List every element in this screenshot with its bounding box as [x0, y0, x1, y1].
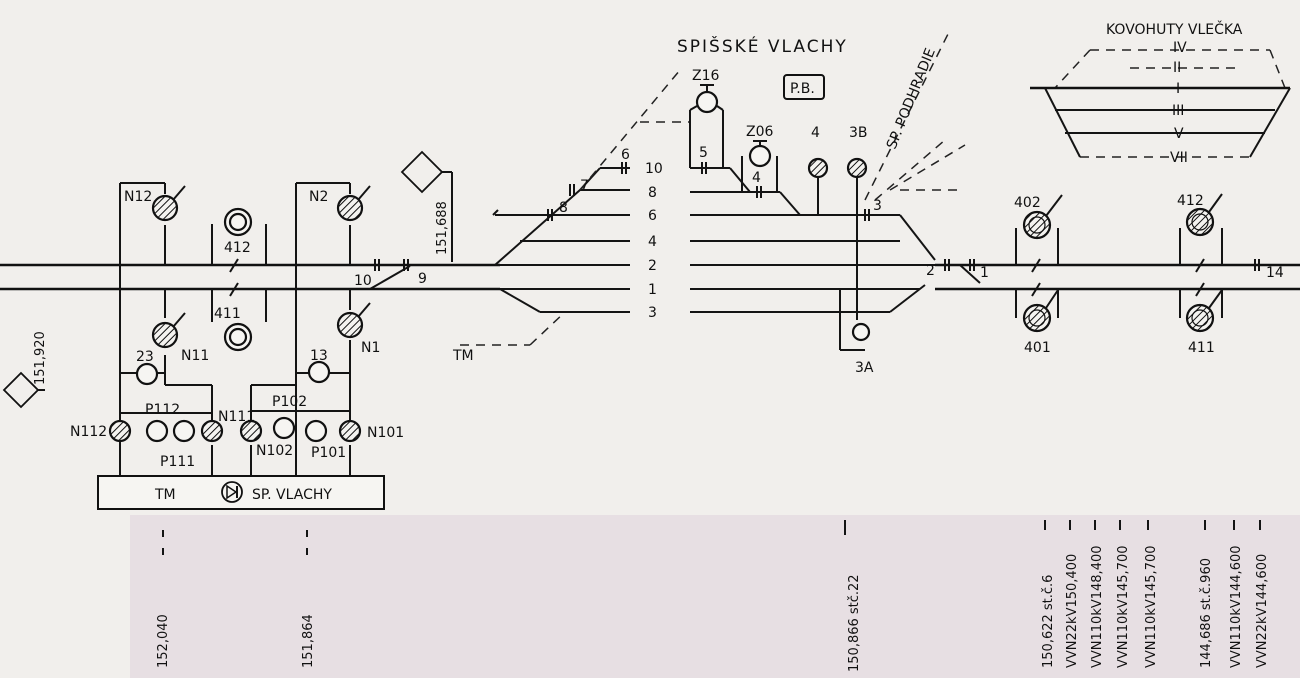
tm-box: TM SP. VLACHY [97, 475, 385, 510]
chainage-label: VVN110kV144,600 [1229, 545, 1244, 668]
signal-label: P101 [311, 445, 346, 461]
siding-name: KOVOHUTY VLEČKA [1106, 20, 1243, 38]
signal-label: 412 [224, 240, 251, 256]
signal-label: 23 [136, 349, 154, 365]
signal-label: 412 [1177, 193, 1204, 209]
siding-labels: IV II I III V VII [1170, 40, 1188, 166]
point-label: 2 [926, 263, 935, 279]
track-number: 3 [648, 305, 657, 321]
signal-label: N112 [70, 424, 107, 440]
chainage-label: VVN110kV145,700 [1144, 545, 1159, 668]
main-tracks [0, 167, 1300, 313]
chainage-label: VVN22kV150,400 [1065, 554, 1080, 668]
chainage-label: VVN22kV144,600 [1255, 554, 1270, 668]
signal-label: N101 [367, 425, 404, 441]
pb-box [783, 74, 825, 100]
track-number: 2 [648, 258, 657, 274]
chainage-label: 152,040 [156, 614, 171, 668]
track-number: 6 [648, 208, 657, 224]
signal-label: N102 [256, 443, 293, 459]
station-name: SPIŠSKÉ VLACHY [677, 35, 848, 57]
signal-label: 3B [849, 125, 868, 141]
chainage-label: 144,686 st.č.960 [1199, 558, 1214, 668]
signal-label: 3A [855, 360, 874, 376]
signal-label: P112 [145, 402, 180, 418]
insulated-joints [374, 162, 1260, 271]
pb-label: P.B. [790, 81, 815, 97]
point-label: 4 [752, 170, 761, 186]
point-label: 7 [580, 178, 589, 194]
siding-track-label: IV [1173, 40, 1187, 56]
chainage-label: 150,866 stč.22 [847, 574, 862, 672]
siding-tracks [1030, 86, 1291, 158]
signals-4-3b: 4 3B 3A [807, 125, 874, 376]
signal-label: N12 [124, 189, 152, 205]
signal-label: 402 [1014, 195, 1041, 211]
track-numbers: 10 8 6 4 2 1 3 [645, 161, 663, 321]
signal-label: P102 [272, 394, 307, 410]
track-number: 4 [648, 234, 657, 250]
chainage-label: 151,864 [301, 614, 316, 668]
point-label: 10 [354, 273, 372, 289]
km-label: 151,920 [33, 331, 48, 385]
siding-track-label: II [1173, 60, 1181, 76]
point-label: 14 [1266, 265, 1284, 281]
signal-z16: Z16 [689, 68, 724, 168]
signal-label: N11 [181, 348, 209, 364]
tm-box-label: TM [154, 487, 176, 503]
signal-label: 411 [214, 306, 241, 322]
siding-track-label: V [1174, 126, 1184, 142]
siding-track-label: III [1172, 103, 1184, 119]
chainage-label: VVN110kV148,400 [1090, 545, 1105, 668]
siding-track-label: I [1176, 81, 1180, 97]
left-signals: N12 412 N2 N11 411 N1 23 13 [124, 185, 380, 386]
signal-label: N111 [218, 409, 255, 425]
tm-box-station: SP. VLACHY [252, 487, 332, 503]
chainage-label: VVN110kV145,700 [1116, 545, 1131, 668]
point-label: 9 [418, 271, 427, 287]
chainage-label: 150,622 st.č.6 [1041, 575, 1056, 668]
signal-label: P111 [160, 454, 195, 470]
point-label: 8 [559, 200, 568, 216]
signal-label: 13 [310, 348, 328, 364]
dashed-lines [460, 29, 1286, 346]
point-labels: 6 7 8 5 4 3 2 1 14 10 9 [354, 145, 1284, 289]
km-label: 151,688 [435, 201, 450, 255]
point-label: 5 [699, 145, 708, 161]
track-number: 1 [648, 282, 657, 298]
right-signals: 402 401 412 411 [1014, 193, 1223, 356]
bottom-chainages: 152,040 151,864 150,866 stč.22 150,622 s… [156, 520, 1270, 672]
point-label: 6 [621, 147, 630, 163]
signal-label: 4 [811, 125, 820, 141]
signal-label: N1 [361, 340, 380, 356]
bottom-strip [130, 515, 1300, 678]
point-label: 3 [873, 198, 882, 214]
tm-left-label: TM [452, 348, 474, 364]
track-number: 8 [648, 185, 657, 201]
block-signals: N112 P112 P111 N111 P102 N102 P101 N101 [70, 394, 404, 470]
km-post-151920: 151,920 [2, 331, 48, 409]
signal-z06: Z06 [741, 124, 778, 192]
signal-label: 401 [1024, 340, 1051, 356]
point-label: 1 [980, 265, 989, 281]
signal-label: Z16 [692, 68, 719, 84]
signal-label: Z06 [746, 124, 773, 140]
siding-track-label: VII [1170, 150, 1188, 166]
km-post-151688: 151,688 [400, 150, 453, 262]
diode-icon [221, 481, 243, 503]
signal-label: 411 [1188, 340, 1215, 356]
track-number: 10 [645, 161, 663, 177]
signal-label: N2 [309, 189, 328, 205]
branch-name: SP. PODHRADIE [884, 46, 939, 151]
